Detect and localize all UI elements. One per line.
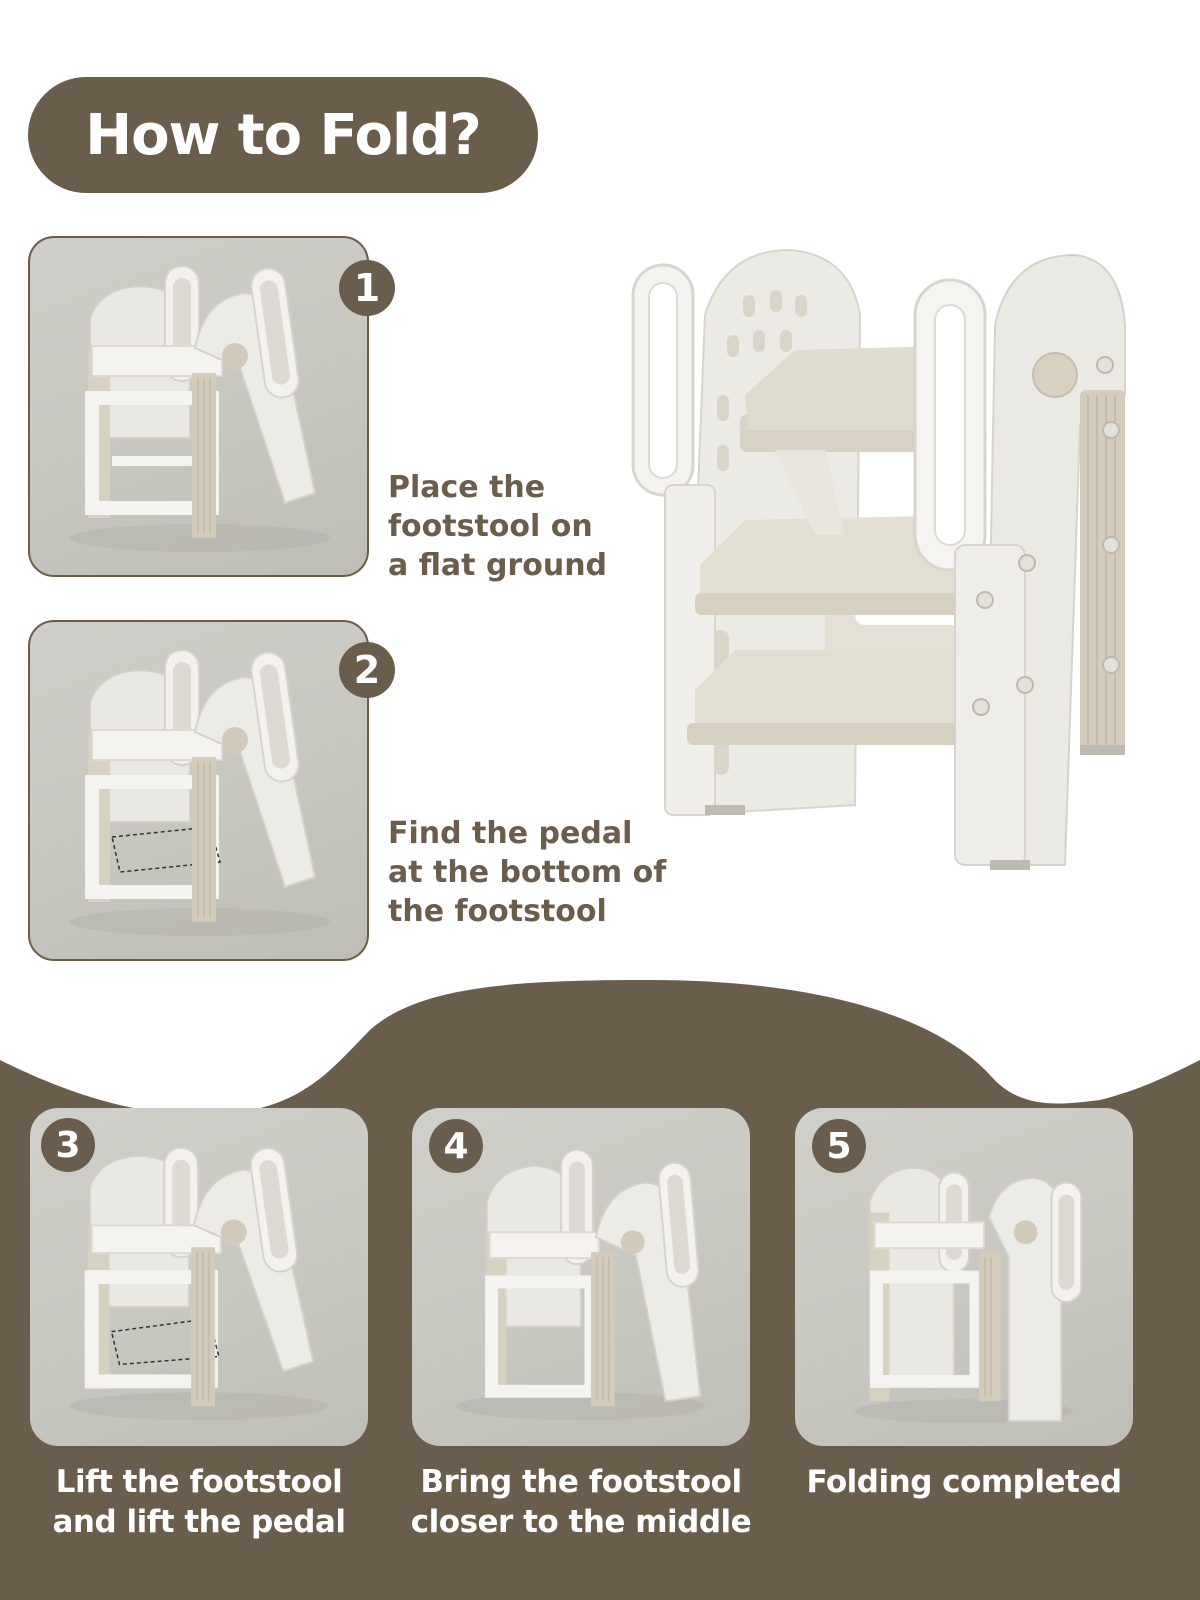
step-3-number: 3 xyxy=(55,1124,81,1166)
step-4-line-1: Bring the footstool xyxy=(420,1464,742,1500)
page-title: How to Fold? xyxy=(85,102,482,168)
step-1-description: Place the footstool on a flat ground xyxy=(388,468,607,585)
stool-step-2-illustration xyxy=(70,649,330,936)
step-2-image-card xyxy=(28,620,369,961)
step-4-number-badge: 4 xyxy=(429,1119,483,1173)
stool-step-3-illustration xyxy=(69,1146,329,1421)
hero-stool-illustration xyxy=(631,248,1126,870)
step-3-number-badge: 3 xyxy=(41,1118,95,1172)
step-3-line-1: Lift the footstool xyxy=(55,1464,343,1500)
step-1-line-2: footstool on xyxy=(388,509,593,544)
step-5-number-badge: 5 xyxy=(812,1119,866,1173)
step-2-number-badge: 2 xyxy=(339,642,395,698)
step-3-line-2: and lift the pedal xyxy=(52,1504,346,1540)
step-5-line-1: Folding completed xyxy=(806,1464,1122,1500)
step-2-number: 2 xyxy=(353,648,381,692)
step-1-image-card xyxy=(28,236,369,577)
step-1-line-3: a flat ground xyxy=(388,548,608,583)
step-4-line-2: closer to the middle xyxy=(410,1504,752,1540)
stool-step-4-illustration xyxy=(456,1148,706,1421)
step-4-image-card: 4 xyxy=(412,1108,750,1446)
step-1-line-1: Place the xyxy=(388,470,546,505)
stool-step-5-illustration xyxy=(854,1166,1083,1424)
step-1-number: 1 xyxy=(353,266,381,310)
step-4-caption: Bring the footstool closer to the middle xyxy=(405,1462,757,1542)
title-pill: How to Fold? xyxy=(28,77,538,193)
step-3-image-card: 3 xyxy=(30,1108,368,1446)
step-4-number: 4 xyxy=(443,1125,469,1167)
step-2-line-2: at the bottom of xyxy=(388,855,667,890)
step-5-caption: Folding completed xyxy=(790,1462,1138,1502)
step-2-line-1: Find the pedal xyxy=(388,816,633,851)
step-5-number: 5 xyxy=(826,1125,852,1167)
step-2-description: Find the pedal at the bottom of the foot… xyxy=(388,814,666,931)
step-5-image-card: 5 xyxy=(795,1108,1133,1446)
step-1-number-badge: 1 xyxy=(339,260,395,316)
step-2-line-3: the footstool xyxy=(388,894,607,929)
step-3-caption: Lift the footstool and lift the pedal xyxy=(30,1462,368,1542)
stool-step-1-illustration xyxy=(70,265,330,552)
